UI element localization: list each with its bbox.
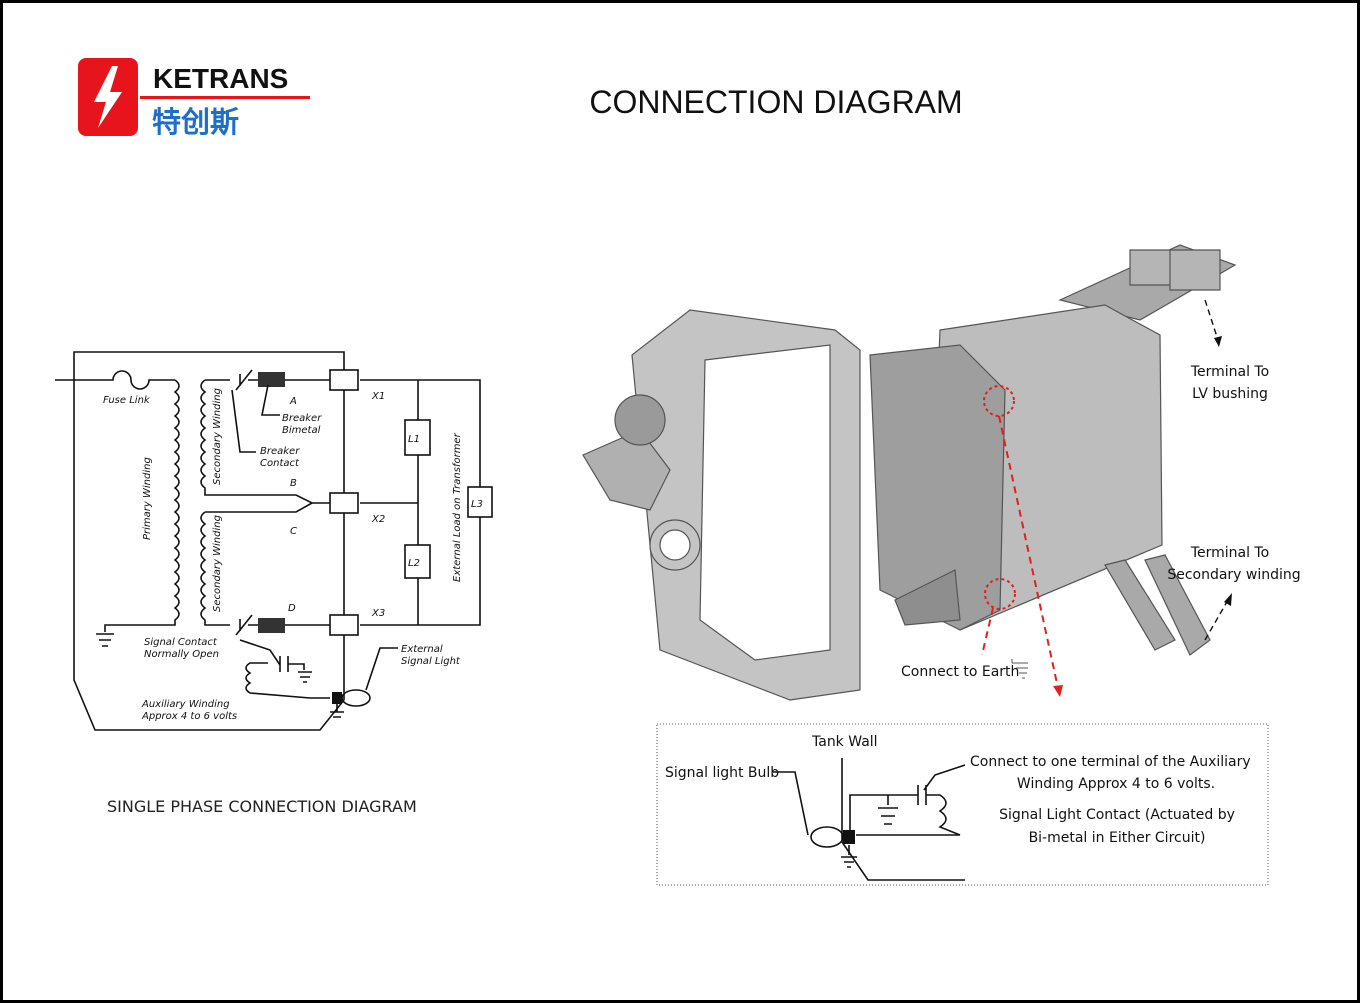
label-breaker-contact: Contact: [260, 458, 300, 469]
label-signal-contact: Normally Open: [144, 649, 219, 660]
label-primary-winding: Primary Winding: [142, 457, 153, 540]
breaker-bimetal-d: [258, 618, 285, 633]
arrow-icon: [1214, 336, 1222, 347]
label-aux-winding: Approx 4 to 6 volts: [141, 711, 237, 722]
breaker-bimetal-a: [258, 372, 285, 387]
marker-circle-bottom: [984, 578, 1016, 610]
label-tank-wall: Tank Wall: [811, 734, 878, 750]
ketrans-logo: KETRANS 特创斯: [78, 58, 310, 139]
label-terminal-secondary: Secondary winding: [1167, 567, 1300, 583]
label-x3: X3: [371, 608, 385, 619]
label-secondary-winding: Secondary Winding: [212, 515, 223, 612]
label-l3: L3: [471, 499, 483, 510]
lightning-icon: [94, 66, 122, 128]
label-l1: L1: [408, 434, 420, 445]
label-breaker-bimetal: Bimetal: [282, 425, 321, 436]
label-connect-aux: Connect to one terminal of the Auxiliary: [970, 754, 1251, 770]
marker-circle-top: [983, 385, 1015, 417]
label-signal-contact: Signal Light Contact (Actuated by: [999, 807, 1235, 823]
label-a: A: [289, 396, 297, 407]
earth-markers: [981, 385, 1059, 689]
label-d: D: [288, 603, 296, 614]
label-b: B: [290, 478, 297, 489]
signal-light-inset: Tank Wall Signal light Bulb Connect to o…: [656, 723, 1269, 886]
label-fuse-link: Fuse Link: [103, 395, 151, 406]
page-title: CONNECTION DIAGRAM: [589, 84, 962, 120]
label-external-signal: External: [401, 644, 443, 655]
single-phase-schematic: Fuse Link Primary Winding Secondary Wind…: [55, 351, 493, 731]
label-breaker-contact: Breaker: [260, 446, 300, 457]
label-terminal-secondary: Terminal To: [1190, 545, 1269, 561]
label-external-load: External Load on Transformer: [452, 432, 463, 582]
logo-brand: KETRANS: [153, 63, 288, 94]
label-terminal-lv: LV bushing: [1192, 386, 1268, 402]
label-signal-contact: Signal Contact: [144, 637, 218, 648]
ground-icon: [1011, 659, 1028, 679]
breaker-device-illustration: [582, 244, 1237, 701]
label-secondary-winding: Secondary Winding: [212, 388, 223, 485]
label-l2: L2: [408, 558, 420, 569]
label-x2: X2: [371, 514, 385, 525]
label-x1: X1: [371, 391, 385, 402]
label-connect-aux: Winding Approx 4 to 6 volts.: [1017, 776, 1215, 792]
label-c: C: [290, 526, 297, 537]
label-terminal-lv: Terminal To: [1190, 364, 1269, 380]
label-signal-bulb: Signal light Bulb: [665, 765, 779, 781]
label-aux-winding: Auxiliary Winding: [141, 699, 230, 710]
logo-brand-cn: 特创斯: [152, 105, 239, 139]
label-signal-contact: Bi-metal in Either Circuit): [1029, 830, 1206, 846]
left-diagram-caption: SINGLE PHASE CONNECTION DIAGRAM: [107, 797, 417, 816]
label-external-signal: Signal Light: [401, 656, 461, 667]
arrow-icon: [1053, 685, 1063, 697]
label-connect-earth: Connect to Earth: [901, 664, 1019, 680]
label-breaker-bimetal: Breaker: [282, 413, 322, 424]
arrow-icon: [1224, 593, 1232, 606]
